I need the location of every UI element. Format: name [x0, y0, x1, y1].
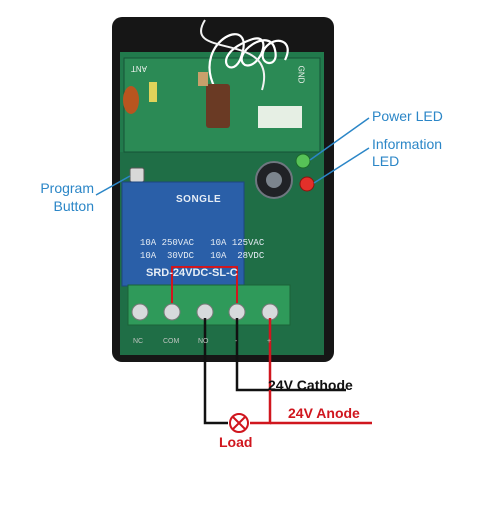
inductor [206, 84, 230, 128]
terminal-label-no: NO [198, 338, 209, 345]
terminal-minus [228, 303, 246, 321]
relay-brand: SONGLE [176, 194, 222, 205]
load-label: Load [219, 434, 253, 450]
cathode-label: 24V Cathode [268, 377, 353, 393]
information-led-label-2: LED [372, 153, 400, 169]
terminal-nc [131, 303, 149, 321]
jumper-wire [171, 266, 238, 303]
load-wire [203, 318, 228, 425]
information-led [299, 176, 315, 192]
terminal-label-plus: + [267, 338, 272, 345]
relay [121, 181, 245, 287]
program-button-label-2: Button [53, 198, 94, 214]
terminal-com [163, 303, 181, 321]
power-led [295, 153, 311, 169]
relay-model: SRD-24VDC-SL-C [146, 267, 238, 279]
terminal-label-nc: NC [133, 338, 144, 345]
information-led-label-1: Information [372, 136, 443, 152]
terminal-label-com: COM [163, 338, 180, 345]
relay-rating-1: 10A 250VAC 10A 125VAC [140, 238, 265, 248]
ant-label: ANT [131, 64, 147, 73]
anode-label: 24V Anode [288, 405, 360, 421]
gnd-label: GND [296, 65, 306, 84]
terminal-label-minus: - [235, 338, 238, 345]
cathode-wire [235, 318, 346, 392]
coil [123, 86, 139, 114]
receiver-chip [258, 106, 302, 128]
terminal-plus [261, 303, 279, 321]
power-led-label: Power LED [372, 108, 443, 124]
antenna-wire [208, 33, 289, 89]
information-led-callout-line [313, 147, 370, 184]
relay-rating-2: 10A 30VDC 10A 28VDC [140, 251, 265, 261]
program-button [129, 167, 145, 183]
power-led-callout-line [309, 117, 370, 161]
terminal-no [196, 303, 214, 321]
program-button-callout-line [95, 175, 131, 196]
program-button-label-1: Program [40, 180, 94, 196]
